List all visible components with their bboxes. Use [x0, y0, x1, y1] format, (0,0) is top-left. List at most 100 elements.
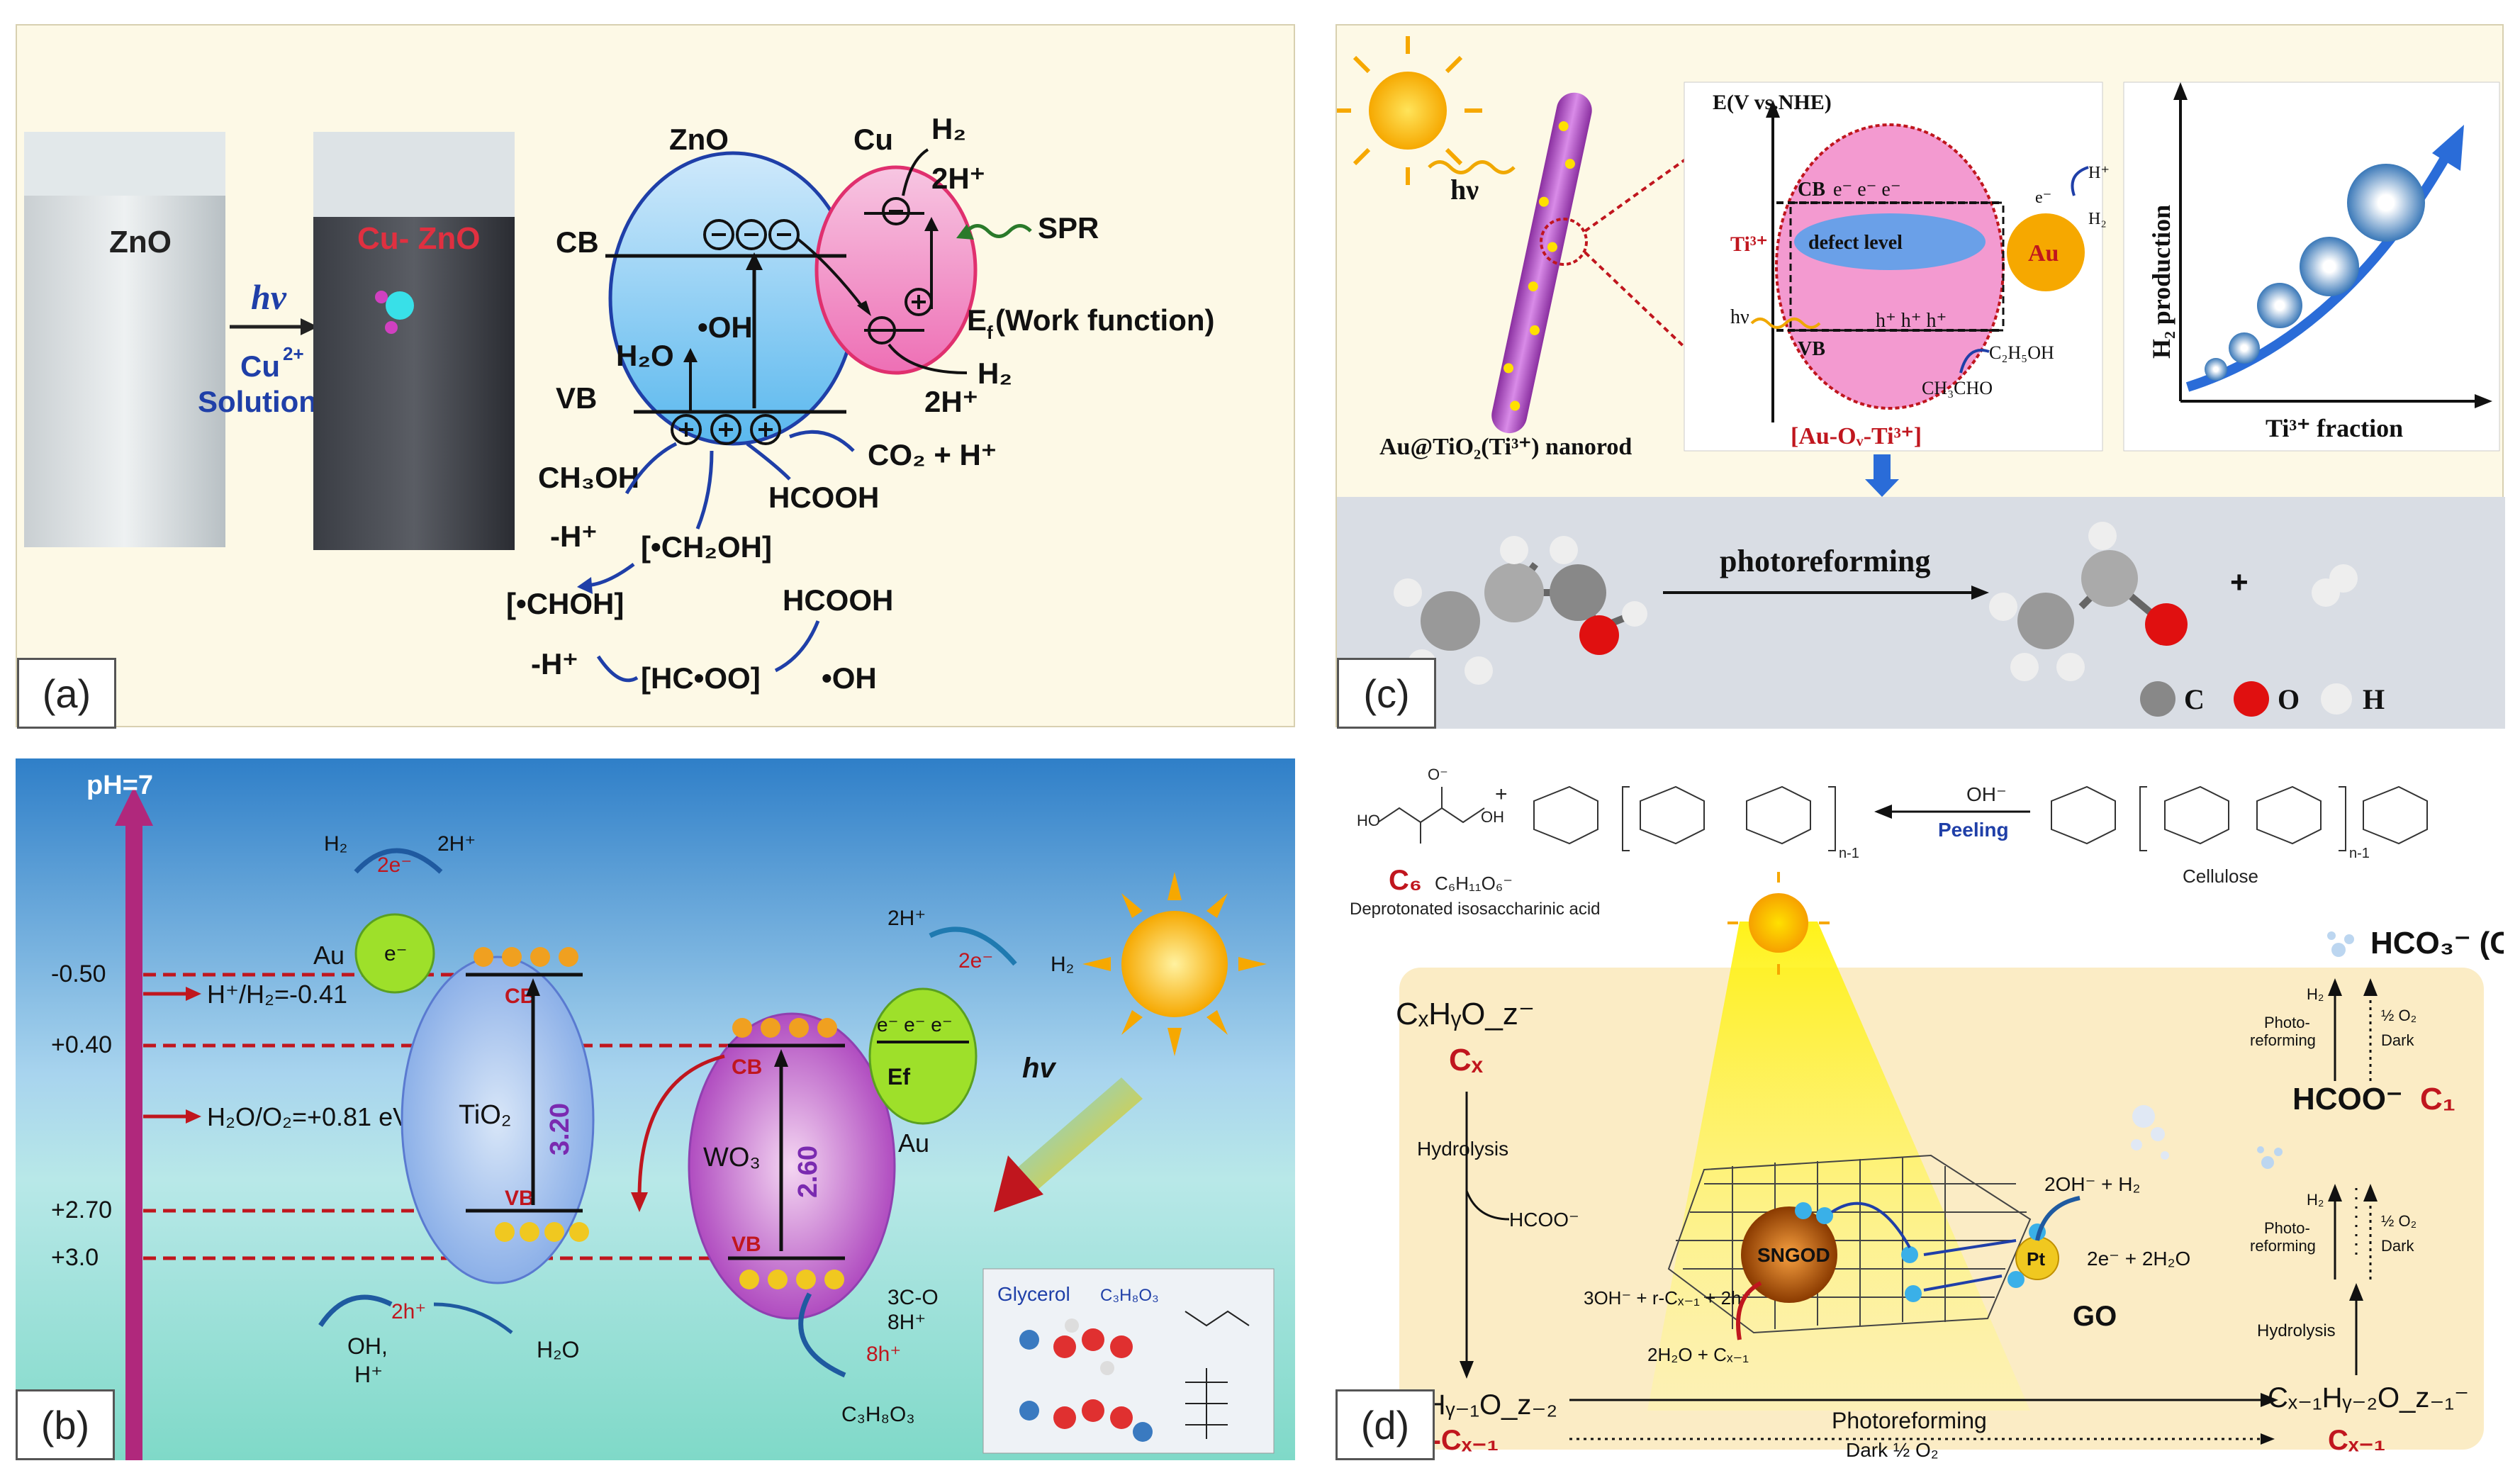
- cellulose-label: Cellulose: [2183, 866, 2258, 887]
- twooh-d: 2OH⁻ + H₂: [2044, 1173, 2140, 1195]
- ph-label: pH=7: [86, 771, 153, 800]
- svg-text:OH: OH: [1481, 808, 1504, 826]
- svg-text:e⁻ e⁻ e⁻: e⁻ e⁻ e⁻: [1833, 179, 1901, 201]
- nanorod: [1491, 92, 1592, 434]
- panel-b-diagram: pH=7 -0.50 +0.40 +2.70 +3.0 H⁺/H₂=-0.41 …: [16, 758, 1295, 1460]
- defect-label: defect level: [1808, 232, 1903, 254]
- panel-d-label: (d): [1335, 1389, 1435, 1460]
- panel-a-diagram: ZnO hν Cu 2+ Solution Cu- ZnO ZnO Cu CB …: [24, 112, 1215, 695]
- au2-b: Au: [898, 1128, 929, 1158]
- panel-b: pH=7 -0.50 +0.40 +2.70 +3.0 H⁺/H₂=-0.41 …: [16, 758, 1295, 1460]
- hcoo2-label: HCOO⁻: [2292, 1082, 2402, 1116]
- hcoo-label: [HC•OO]: [641, 661, 761, 695]
- panel-a-label: (a): [17, 658, 116, 729]
- sngod-label: SNGOD: [1757, 1244, 1830, 1266]
- np-icon: [386, 291, 414, 320]
- oh-label: •OH: [698, 310, 753, 344]
- svg-text:e⁻ e⁻ e⁻: e⁻ e⁻ e⁻: [877, 1014, 953, 1036]
- svg-text:HO: HO: [1357, 812, 1380, 829]
- svg-text:O⁻: O⁻: [1428, 766, 1448, 783]
- hydrolysis-d: Hydrolysis: [1417, 1138, 1508, 1160]
- ti3-label: Ti³⁺: [1730, 233, 1768, 256]
- cu2-label: Cu: [240, 349, 280, 383]
- hplus-b: H⁺: [354, 1362, 383, 1387]
- h2o-o2-label: H₂O/O₂=+0.81 eV: [207, 1102, 410, 1131]
- cu-sphere: [814, 165, 978, 375]
- auoti-label: [Au-Oᵥ-Ti³⁺]: [1791, 423, 1922, 449]
- svg-text:h⁺ h⁺ h⁺: h⁺ h⁺ h⁺: [1876, 310, 1947, 332]
- oh-h-b: OH,: [347, 1333, 388, 1359]
- level-2: +0.40: [51, 1031, 112, 1058]
- ef-sub: f: [987, 322, 993, 343]
- sun-icon-b: [1082, 872, 1267, 1056]
- c3h8o3-b: C₃H₈O₃: [841, 1403, 915, 1426]
- svg-text:e⁻: e⁻: [2035, 189, 2051, 207]
- zno-label: ZnO: [669, 123, 729, 156]
- sngod-particle: [1741, 1206, 1837, 1303]
- au-b: Au: [313, 941, 345, 970]
- go-label: GO: [2073, 1301, 2117, 1332]
- sun-icon: [1333, 36, 1482, 185]
- spr-label: SPR: [1038, 211, 1099, 245]
- gap2-label: 2.60: [793, 1146, 823, 1198]
- cuzno-vial-label: Cu- ZnO: [357, 221, 481, 256]
- hv-b: hv: [1022, 1053, 1057, 1084]
- h2o-label: H₂O: [616, 339, 674, 372]
- twohplus-b: 2h⁺: [391, 1300, 426, 1323]
- level-3: +2.70: [51, 1197, 112, 1223]
- hydrolysis2-d: Hydrolysis: [2257, 1321, 2336, 1340]
- yaxis-label: H₂ production: [2147, 205, 2175, 359]
- cb-label-c: CB: [1798, 179, 1825, 201]
- hcoo-d: HCOO⁻: [1509, 1209, 1579, 1231]
- acetaldehyde-molecule: [1989, 522, 2188, 681]
- isosaccharinic-structure: [1377, 787, 1485, 844]
- h2-d1: H₂: [2307, 985, 2324, 1003]
- e-axis-label: E(V vs.NHE): [1713, 91, 1832, 114]
- hplus-c: H⁺: [2088, 164, 2110, 182]
- chohr-label: [•CHOH]: [506, 587, 624, 620]
- zno-vial-label: ZnO: [109, 225, 172, 259]
- panel-c-label: (c): [1337, 658, 1436, 729]
- graphene-sheet: [1667, 1154, 2032, 1334]
- zno-vial-photo: [24, 132, 225, 547]
- half-o2-d1: ½ O₂: [2381, 1007, 2417, 1024]
- hcooh2-label: HCOOH: [783, 583, 893, 617]
- vb-b1: VB: [505, 1187, 534, 1210]
- eighthplus-b: 8H⁺: [887, 1311, 926, 1334]
- cxhyoz-label: CₓHᵧO_z⁻: [1396, 997, 1535, 1031]
- electrons: [703, 219, 800, 250]
- glycerol-molecule: [1019, 1318, 1153, 1442]
- ethanol-molecule: [1394, 536, 1647, 685]
- svg-text:n-1: n-1: [1839, 846, 1859, 861]
- twoh2o-d: 2H₂O + Cₓ₋₁: [1647, 1344, 1749, 1365]
- minus-h2: -H⁺: [531, 647, 578, 681]
- ch3oh-label: CH₃OH: [538, 461, 639, 494]
- panel-c-diagram: hν Au@TiO₂(Ti³⁺) nanorod E(V vs.NHE) CB …: [1333, 36, 2505, 729]
- tio2-particle-b: [401, 956, 595, 1284]
- vb-label-c: VB: [1798, 338, 1825, 360]
- pt-label: Pt: [2027, 1248, 2045, 1270]
- minus-h1: -H⁺: [550, 520, 598, 553]
- twoh2-b: 2H⁺: [887, 907, 926, 930]
- hcooh1-label: HCOOH: [768, 481, 879, 514]
- photoreforming-d: Photoreforming: [1832, 1408, 1987, 1433]
- dark-d: Dark ½ O₂: [1846, 1439, 1939, 1460]
- photoreforming-c: photoreforming: [1720, 544, 1930, 578]
- h2-c: H₂: [2088, 210, 2107, 228]
- plus-c: +: [2230, 565, 2249, 600]
- panel-a: ZnO hν Cu 2+ Solution Cu- ZnO ZnO Cu CB …: [16, 24, 1295, 729]
- svg-text:n-1: n-1: [2349, 846, 2370, 861]
- cx-label: Cₓ: [1449, 1043, 1484, 1077]
- half-o2-d2: ½ O₂: [2381, 1212, 2417, 1230]
- oh2-label: •OH: [822, 661, 877, 695]
- nanorod-label: Au@TiO₂(Ti³⁺) nanorod: [1379, 434, 1632, 460]
- legend-c: C: [2184, 683, 2205, 715]
- gap1-label: 3.20: [545, 1103, 575, 1155]
- au-particle: [2007, 213, 2085, 291]
- cellulose-structure: [2051, 785, 2428, 851]
- co2-label: CO₂ + H⁺: [868, 438, 997, 471]
- h-h2-label: H⁺/H₂=-0.41: [207, 980, 347, 1009]
- level-4: +3.0: [51, 1244, 99, 1271]
- au-label-c: Au: [2028, 240, 2059, 267]
- hv2-label: hν: [1730, 306, 1749, 328]
